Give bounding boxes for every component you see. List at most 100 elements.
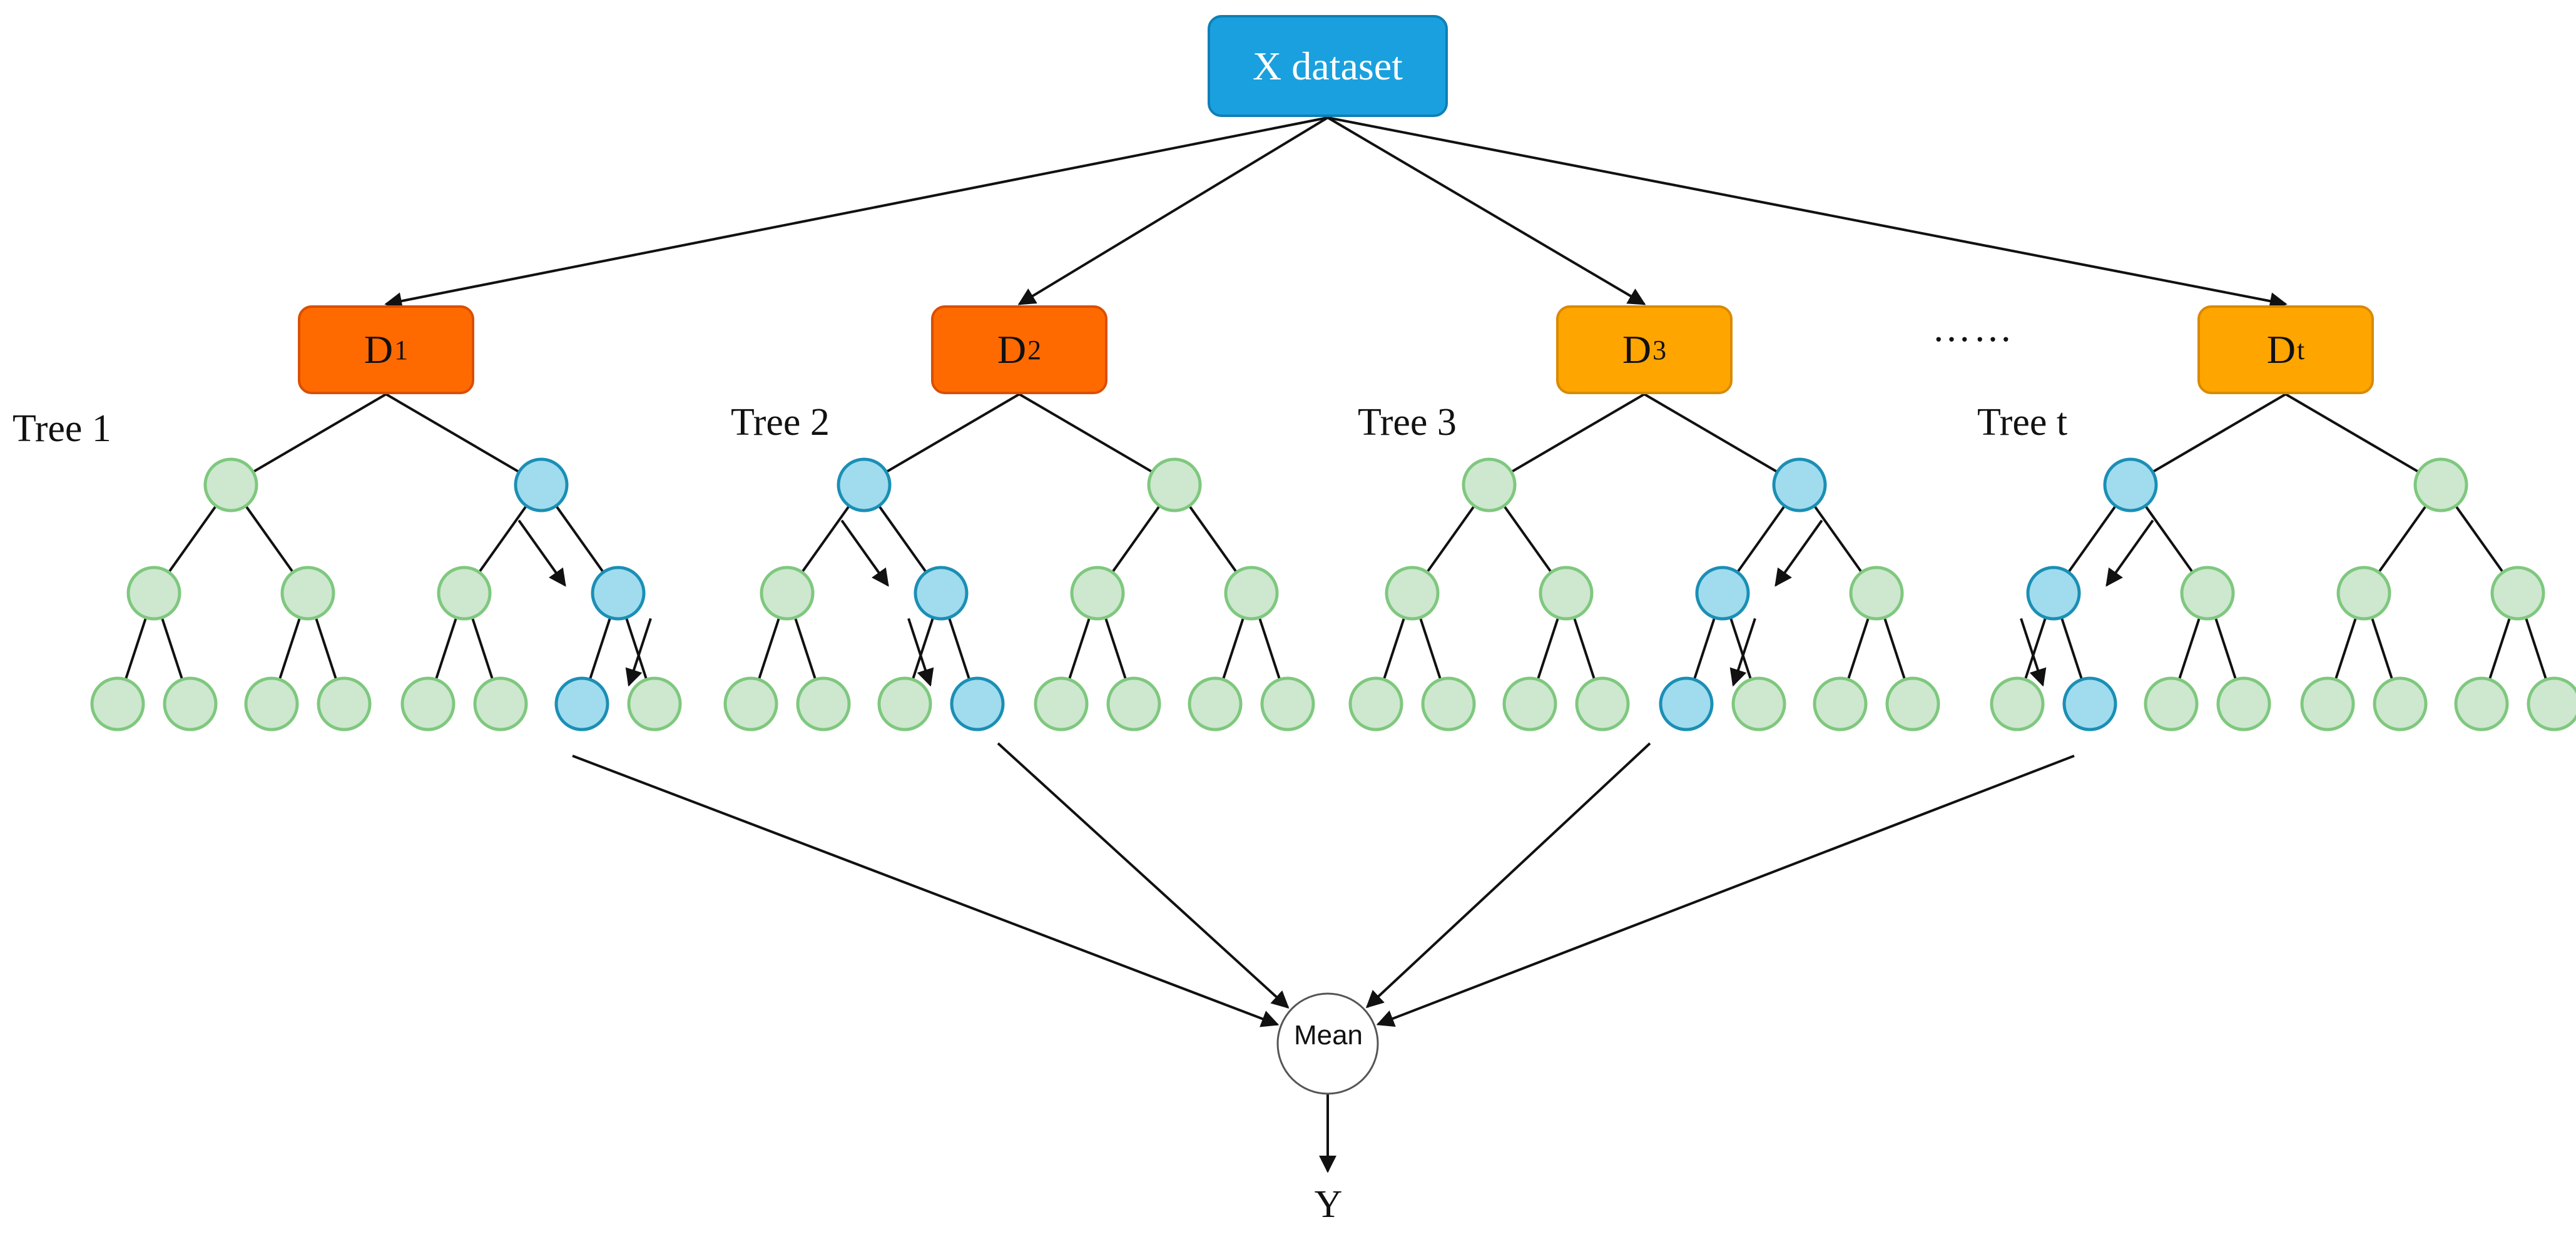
tree3-edge-l1-0 xyxy=(1488,393,1646,486)
tree4-node-l2-3 xyxy=(2490,566,2545,621)
leaf-to-mean-arrow-4 xyxy=(1376,755,2075,1027)
tree2-leaf-5 xyxy=(1106,676,1161,731)
tree4-leaf-6 xyxy=(2454,676,2509,731)
subset-d1-subscript: 1 xyxy=(394,334,409,365)
leaf-to-mean-arrow-2 xyxy=(997,742,1290,1009)
tree2-path-arrow-2 xyxy=(907,618,934,687)
tree2-leaf-7 xyxy=(1260,676,1315,731)
tree3-leaf-0 xyxy=(1348,676,1403,731)
tree3-leaf-3 xyxy=(1575,676,1630,731)
tree4-leaf-5 xyxy=(2373,676,2428,731)
tree3-edge-l1-1 xyxy=(1643,393,1801,486)
tree2-leaf-2 xyxy=(877,676,932,731)
tree3-node-l2-0 xyxy=(1385,566,1440,621)
tree3-node-l1-0 xyxy=(1462,457,1517,512)
tree4-node-l1-0 xyxy=(2103,457,2158,512)
tree1-edge-l1-1 xyxy=(385,393,542,486)
tree4-leaf-0 xyxy=(1990,676,2045,731)
tree1-leaf-5 xyxy=(473,676,528,731)
tree-2-label: Tree 2 xyxy=(731,401,830,444)
output-y-label: Y xyxy=(1314,1183,1343,1226)
subset-dt-base: D xyxy=(2266,327,2296,372)
tree2-node-l1-1 xyxy=(1147,457,1202,512)
tree2-node-l2-3 xyxy=(1224,566,1279,621)
tree1-leaf-3 xyxy=(317,676,372,731)
nodes-layer xyxy=(90,457,2576,1095)
tree4-edge-l1-0 xyxy=(2129,393,2287,486)
subset-d1-base: D xyxy=(364,327,394,372)
tree4-node-l2-1 xyxy=(2180,566,2235,621)
x-dataset-label: X dataset xyxy=(1253,43,1403,88)
tree4-path-arrow-1 xyxy=(2105,519,2154,587)
tree4-leaf-3 xyxy=(2216,676,2271,731)
leaf-to-mean-arrow-1 xyxy=(572,755,1280,1027)
tree2-edge-l1-1 xyxy=(1018,393,1176,486)
tree1-leaf-7 xyxy=(627,676,682,731)
subset-dt-subscript: t xyxy=(2296,334,2305,365)
tree2-leaf-4 xyxy=(1034,676,1089,731)
root-to-subset-arrow-4 xyxy=(1327,116,2288,310)
tree2-node-l2-0 xyxy=(760,566,815,621)
root-to-subset-arrow-3 xyxy=(1326,116,1646,305)
tree3-node-l2-2 xyxy=(1695,566,1750,621)
subset-d2-base: D xyxy=(997,327,1027,372)
subset-d3-subscript: 3 xyxy=(1652,334,1667,365)
tree1-node-l2-0 xyxy=(126,566,181,621)
tree3-path-arrow-2 xyxy=(1729,618,1756,687)
tree4-edge-l1-1 xyxy=(2284,393,2442,486)
tree4-leaf-2 xyxy=(2144,676,2199,731)
tree1-path-arrow-2 xyxy=(625,618,652,687)
tree1-leaf-0 xyxy=(90,676,145,731)
tree1-leaf-2 xyxy=(244,676,299,731)
tree4-leaf-4 xyxy=(2300,676,2355,731)
tree4-leaf-1 xyxy=(2062,676,2117,731)
tree-3-label: Tree 3 xyxy=(1358,401,1457,444)
tree1-node-l2-3 xyxy=(591,566,646,621)
root-to-subset-arrow-2 xyxy=(1017,116,1329,305)
tree1-node-l1-0 xyxy=(203,457,258,512)
tree4-path-arrow-2 xyxy=(2020,618,2047,687)
tree2-leaf-6 xyxy=(1188,676,1243,731)
tree3-node-l1-1 xyxy=(1772,457,1827,512)
tree1-leaf-4 xyxy=(400,676,456,731)
tree3-leaf-7 xyxy=(1885,676,1940,731)
tree1-node-l2-2 xyxy=(437,566,492,621)
tree4-leaf-7 xyxy=(2527,676,2576,731)
tree3-leaf-4 xyxy=(1659,676,1714,731)
tree3-node-l2-3 xyxy=(1849,566,1904,621)
tree3-leaf-6 xyxy=(1813,676,1868,731)
tree3-node-l2-1 xyxy=(1539,566,1594,621)
tree4-node-l2-2 xyxy=(2336,566,2391,621)
tree1-edge-l1-0 xyxy=(230,393,387,486)
tree4-node-l1-1 xyxy=(2413,457,2468,512)
tree2-node-l2-2 xyxy=(1070,566,1125,621)
tree2-edge-l1-0 xyxy=(863,393,1021,486)
tree2-leaf-0 xyxy=(723,676,778,731)
tree1-path-arrow-1 xyxy=(517,519,566,587)
subset-d3-base: D xyxy=(1622,327,1652,372)
tree1-leaf-6 xyxy=(554,676,609,731)
mean-node xyxy=(1276,992,1379,1095)
mean-label: Mean xyxy=(1293,1020,1363,1051)
tree3-path-arrow-1 xyxy=(1774,519,1823,587)
tree1-node-l1-1 xyxy=(514,457,569,512)
ellipsis: …… xyxy=(1932,307,2015,350)
root-to-subset-arrow-1 xyxy=(384,116,1328,310)
tree2-leaf-3 xyxy=(950,676,1005,731)
tree2-node-l1-0 xyxy=(837,457,892,512)
tree2-node-l2-1 xyxy=(914,566,969,621)
tree3-leaf-2 xyxy=(1502,676,1557,731)
tree3-leaf-5 xyxy=(1731,676,1786,731)
leaf-to-mean-arrow-3 xyxy=(1365,742,1651,1009)
tree2-leaf-1 xyxy=(796,676,851,731)
tree1-node-l2-1 xyxy=(280,566,335,621)
tree3-leaf-1 xyxy=(1421,676,1476,731)
tree-1-label: Tree 1 xyxy=(13,407,111,450)
tree4-node-l2-0 xyxy=(2026,566,2081,621)
